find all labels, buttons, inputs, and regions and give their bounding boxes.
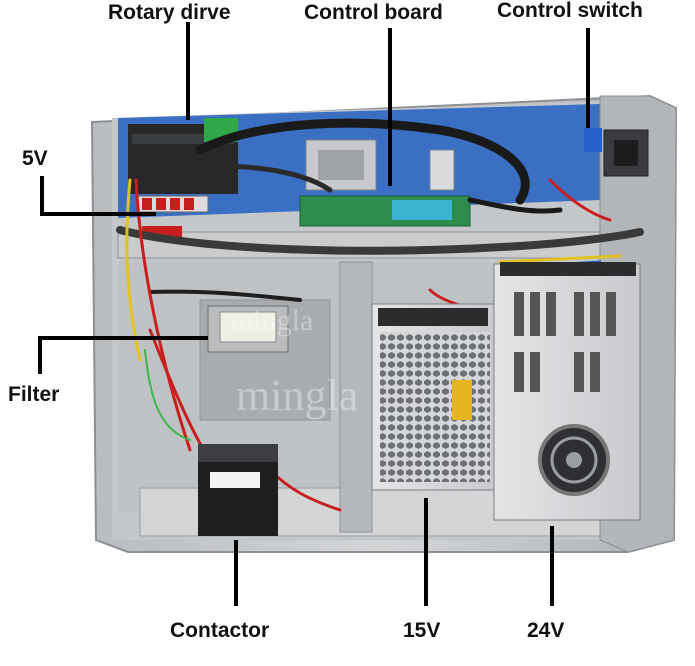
contactor-module bbox=[198, 444, 278, 536]
5v-label: 5V bbox=[22, 147, 48, 170]
wiring bbox=[116, 118, 644, 512]
callout-line-5v bbox=[40, 176, 156, 216]
filter-label: Filter bbox=[8, 383, 60, 406]
svg-text:mingla: mingla bbox=[236, 371, 358, 420]
emi-filter bbox=[207, 305, 289, 353]
control-board-label: Control board bbox=[304, 1, 443, 24]
contactor-label: Contactor bbox=[170, 619, 270, 642]
24v-label: 24V bbox=[527, 619, 565, 642]
15v-power-supply bbox=[371, 303, 497, 491]
control-switch bbox=[584, 128, 649, 177]
24v-power-supply bbox=[493, 262, 641, 521]
svg-text:mingla: mingla bbox=[230, 304, 313, 337]
callout-lines bbox=[38, 22, 590, 606]
control-switch-label: Control switch bbox=[497, 0, 643, 22]
rotary-drive-module bbox=[128, 118, 238, 194]
watermark: mingla mingla bbox=[230, 304, 358, 420]
15v-label: 15V bbox=[403, 619, 441, 642]
rotary-drive-label: Rotary dirve bbox=[108, 1, 231, 24]
callout-line-filter bbox=[38, 336, 208, 374]
